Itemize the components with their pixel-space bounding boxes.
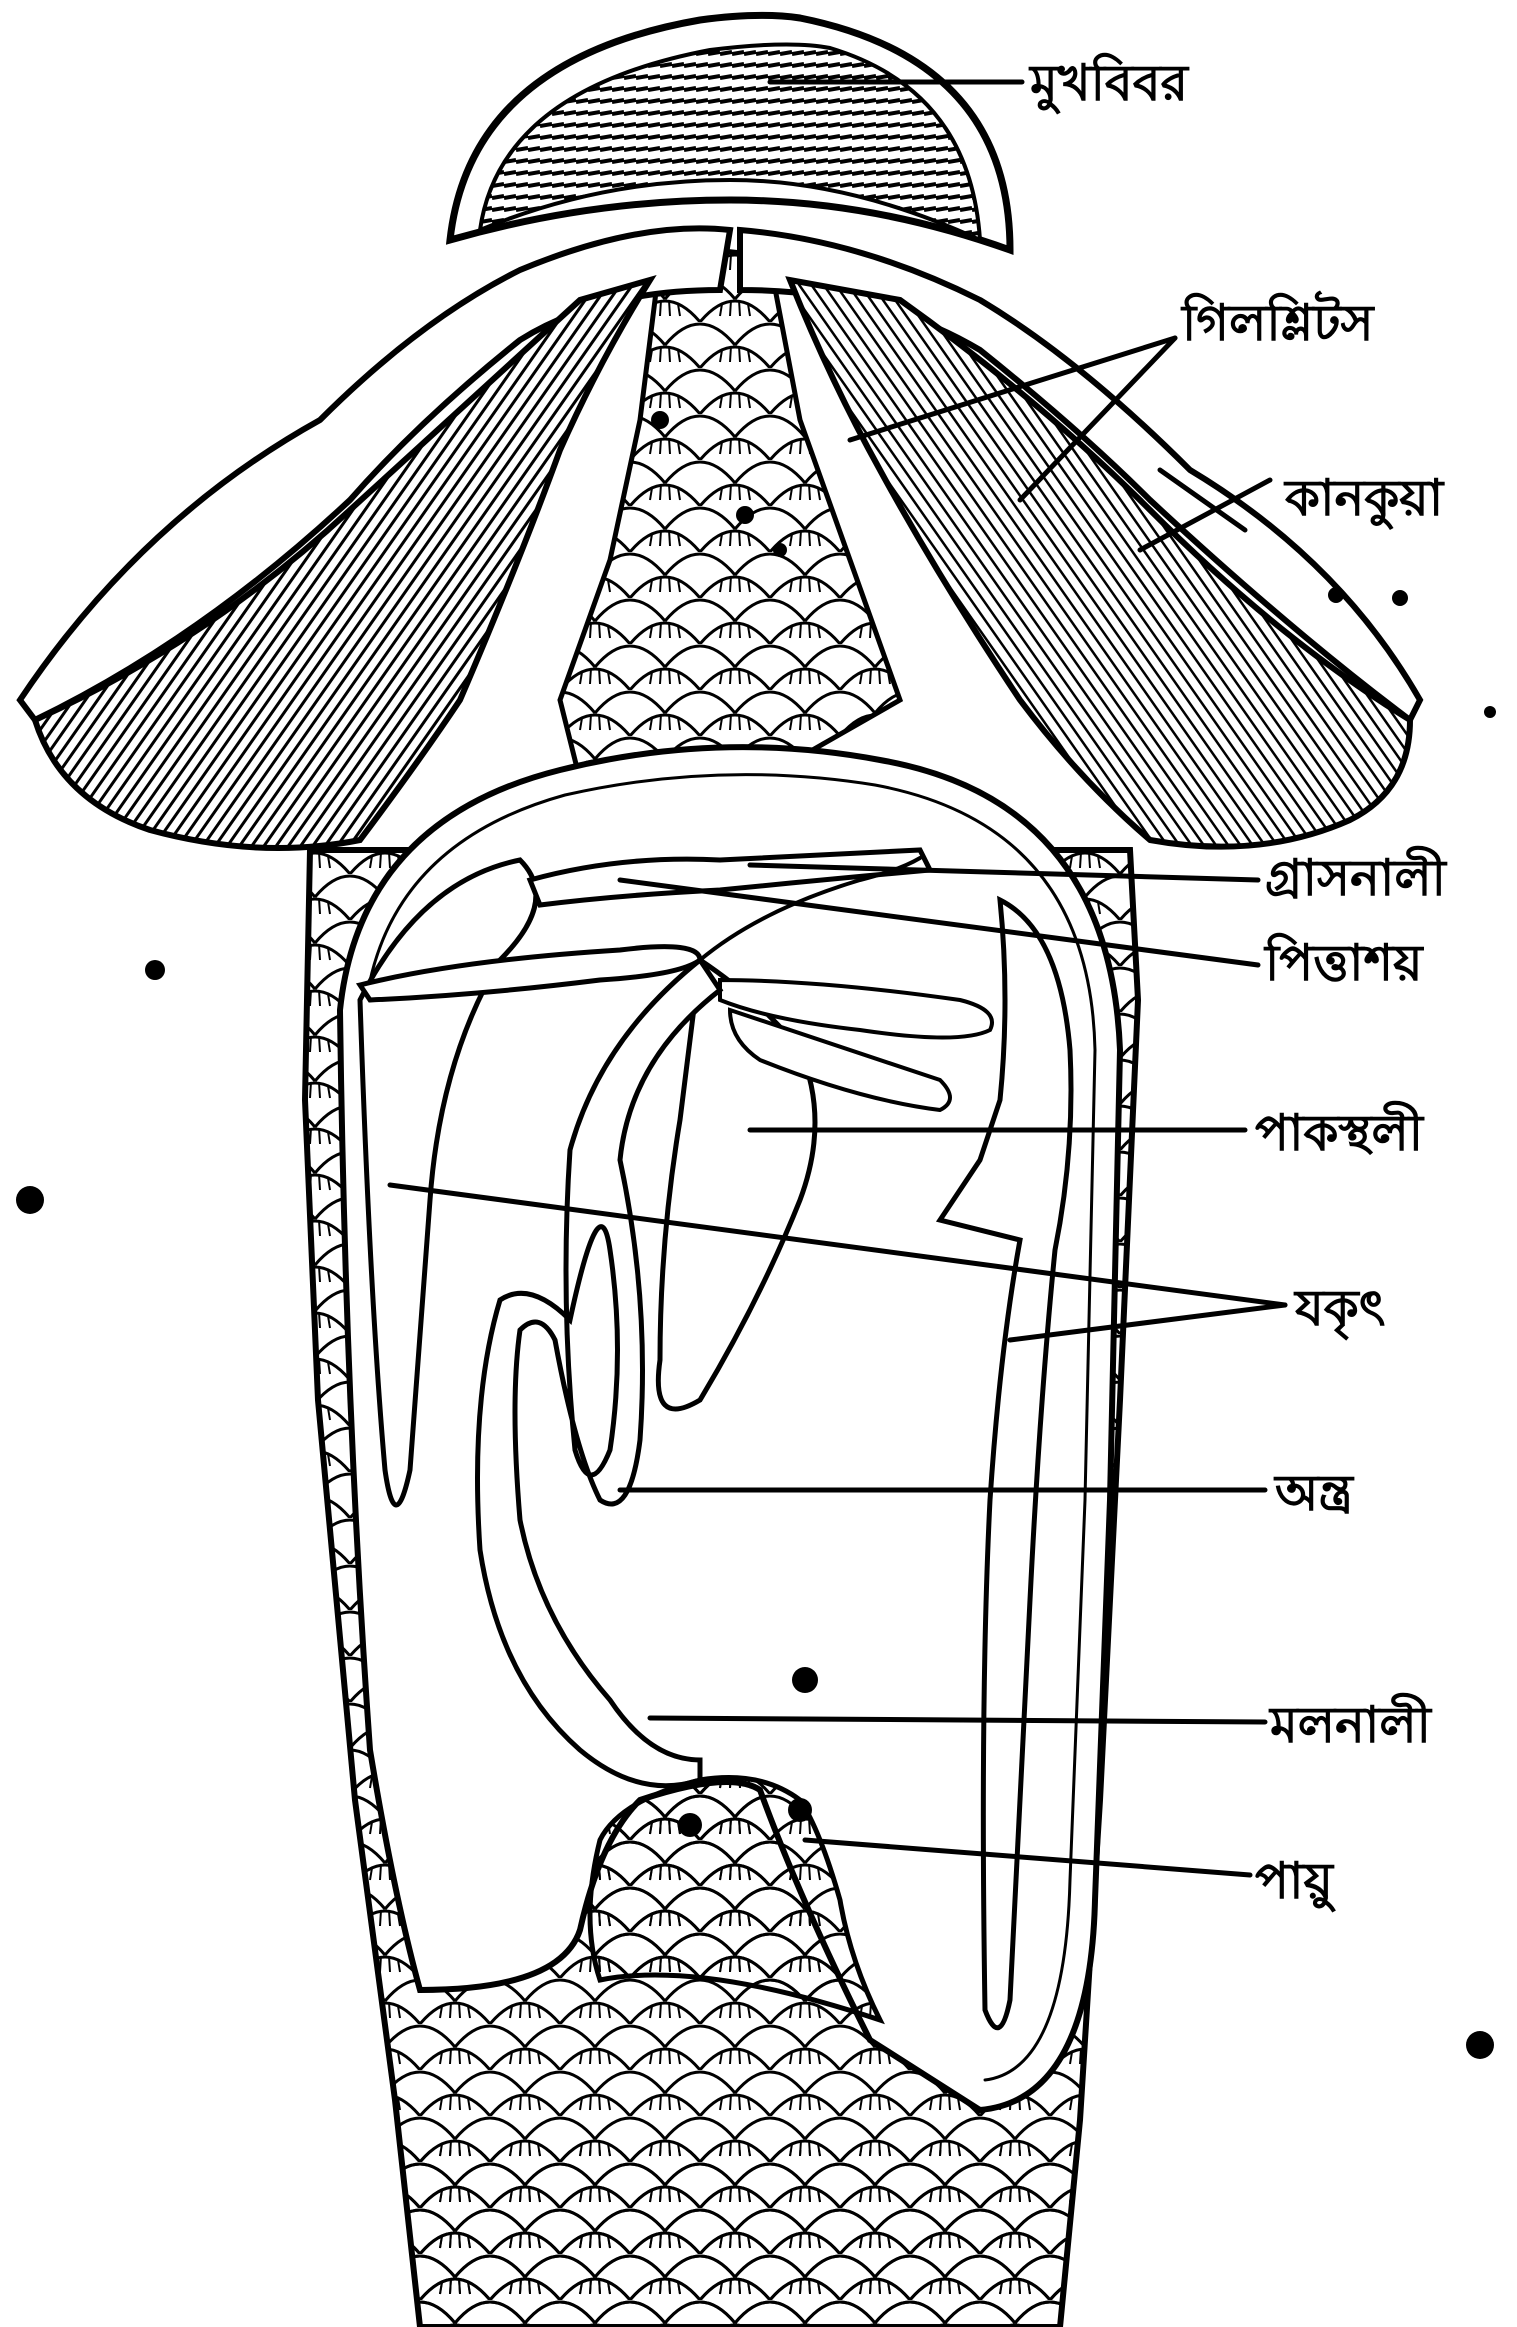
label-gill-cavity: কানকুয়া bbox=[1283, 469, 1445, 530]
label-anus: পায়ু bbox=[1255, 1852, 1337, 1913]
label-rectum: মলনালী bbox=[1268, 1692, 1433, 1754]
label-mouth: মুখবিবর bbox=[1028, 53, 1190, 115]
label-liver: যকৃৎ bbox=[1293, 1279, 1386, 1342]
label-gill-lamella: গিলশ্লিটস bbox=[1180, 290, 1376, 352]
label-gall-bladder: পিত্তাশয় bbox=[1263, 933, 1424, 992]
label-esophagus: গ্রাসনালী bbox=[1265, 845, 1448, 907]
label-intestine: অন্ত্র bbox=[1273, 1464, 1355, 1522]
tail-scales bbox=[400, 2150, 1070, 2327]
label-stomach: পাকস্থলী bbox=[1255, 1100, 1425, 1162]
